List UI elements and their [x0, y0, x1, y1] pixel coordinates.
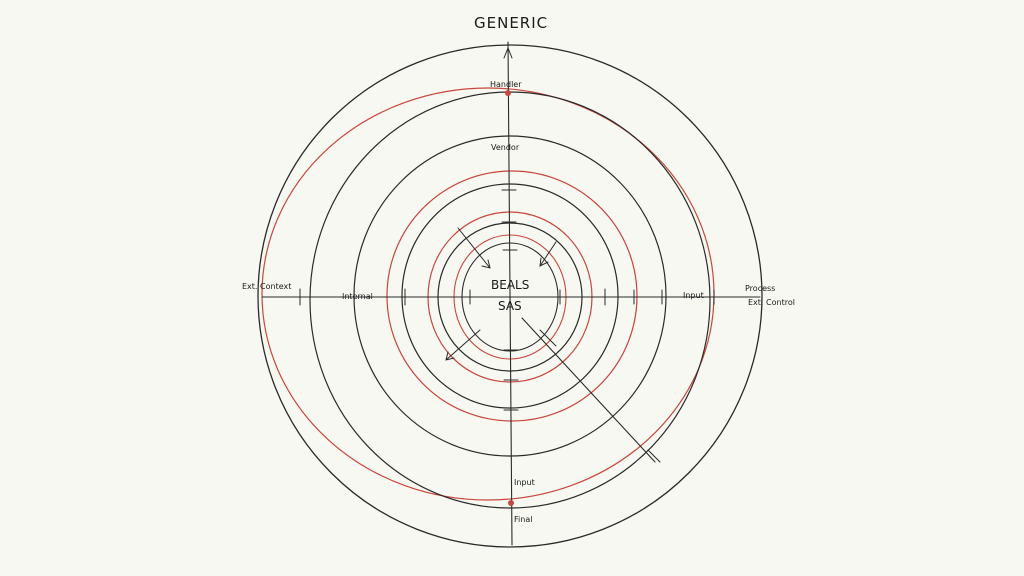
- diagram-title: GENERIC: [474, 14, 549, 32]
- arrow-nw-icon: [457, 227, 491, 269]
- label-top-1: Handler: [490, 80, 522, 89]
- arrow-sw-icon: [445, 329, 481, 361]
- ring-4: [401, 183, 619, 409]
- label-right-2: Process: [745, 284, 776, 293]
- arrow-up-icon: [503, 46, 513, 59]
- label-bottom-1: Input: [514, 478, 535, 487]
- ring-outer: [257, 44, 763, 548]
- label-left-2: Internal: [342, 292, 373, 301]
- label-bottom-2: Final: [514, 515, 533, 524]
- center-label-top: BEALS: [491, 278, 530, 292]
- ring-red-2: [386, 170, 638, 422]
- arrow-se-icon: [539, 329, 557, 347]
- ring-red-1: [261, 87, 715, 501]
- red-node-bottom: [508, 500, 514, 506]
- label-left-1: Ext. Context: [242, 282, 292, 291]
- center-label-bottom: SAS: [498, 299, 522, 313]
- arrow-ne-icon: [539, 241, 557, 267]
- diagonal-arrow: [521, 317, 656, 463]
- ring-3: [353, 135, 667, 457]
- label-top-2: Vendor: [491, 143, 520, 152]
- vertical-axis: [507, 41, 513, 546]
- red-node-top: [505, 90, 511, 96]
- label-right-3: Ext. Control: [748, 298, 795, 307]
- label-right-1: Input: [683, 291, 704, 300]
